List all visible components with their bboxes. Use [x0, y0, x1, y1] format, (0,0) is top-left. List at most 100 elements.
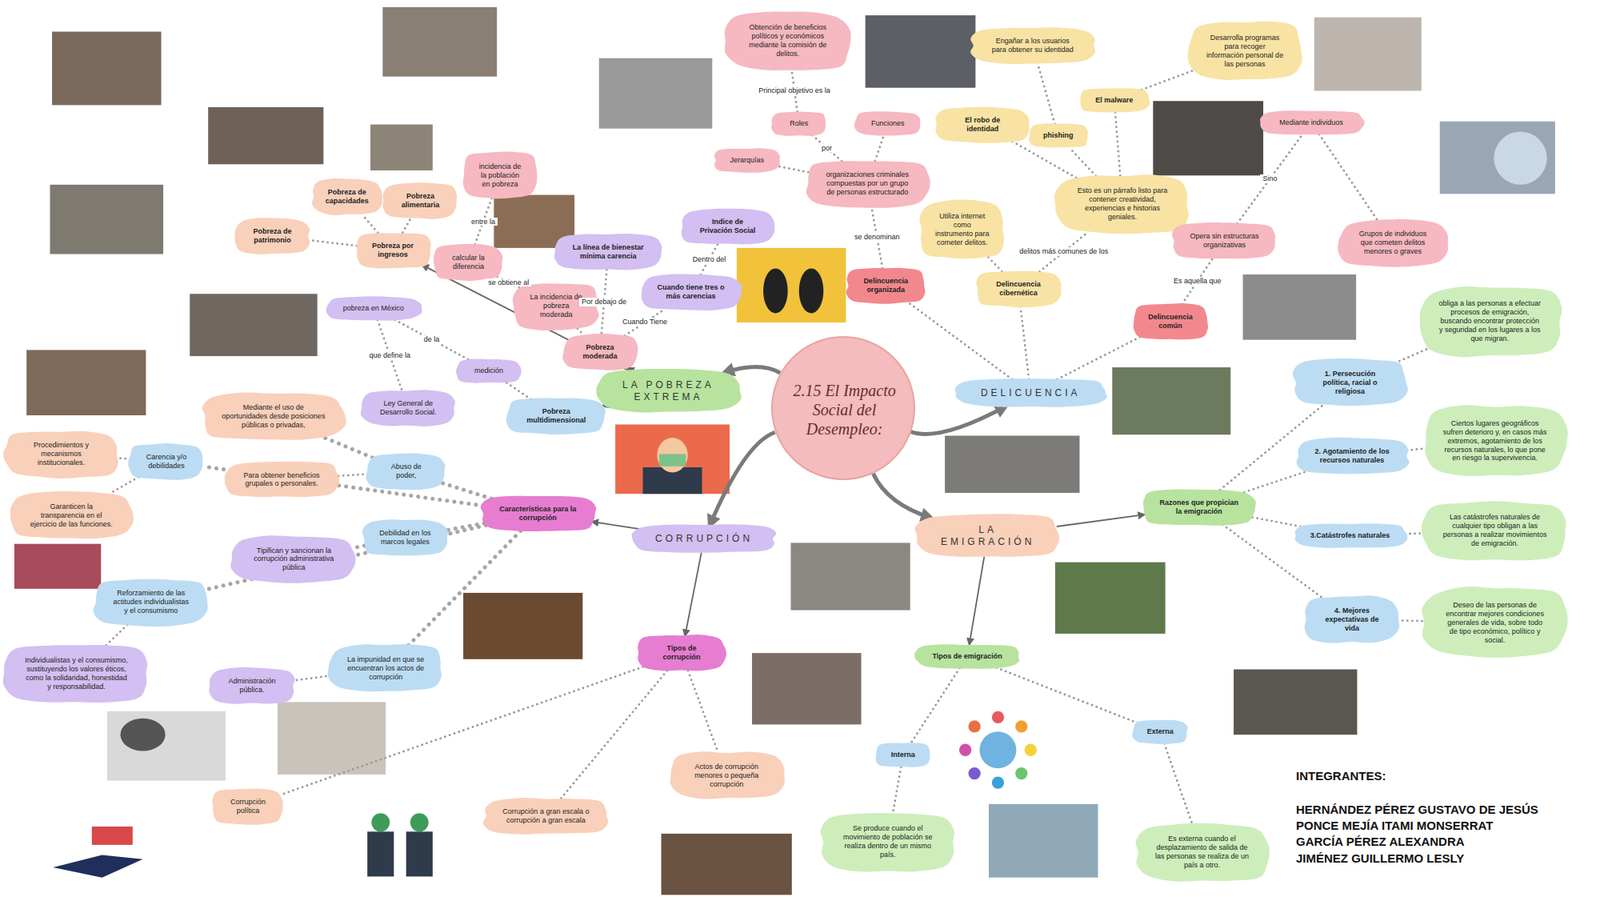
topic-blob: Debilidad en los marcos legales — [361, 519, 448, 556]
topic-blob: Tipos de corrupción — [636, 634, 728, 672]
blob-fill — [637, 634, 727, 671]
topic-blob: Individualistas y el consumismo, sustitu… — [3, 643, 150, 704]
topic-blob: Engañar a los usuarios para obtener su i… — [969, 27, 1096, 64]
blob-fill — [915, 514, 1060, 558]
connector — [1319, 134, 1378, 220]
connector — [988, 256, 1002, 272]
node-text-group: Se produce cuando el movimiento de pobla… — [840, 824, 936, 860]
node-text-group: Opera sin estructuras organizativas — [1188, 232, 1261, 250]
blob-fill — [327, 644, 441, 692]
member-name: GARCÍA PÉREZ ALEXANDRA — [1296, 834, 1465, 848]
node-text-group: 3.Catástrofes naturales — [1310, 531, 1391, 540]
photo-figure — [410, 812, 429, 832]
node-label: Debilidad en los marcos legales — [376, 528, 433, 547]
photo — [1440, 121, 1556, 195]
photo — [107, 711, 226, 781]
node-text-group: Funciones — [868, 119, 908, 128]
photo-figure — [968, 767, 980, 780]
blob-fill — [1054, 174, 1189, 234]
blob-fill — [714, 148, 780, 173]
node-text-group: incidencia de la población en pobreza — [476, 162, 524, 189]
connector — [577, 328, 584, 336]
blob-fill — [235, 217, 311, 255]
blob-fill — [845, 268, 925, 304]
photo — [1055, 562, 1166, 634]
connector — [812, 135, 842, 161]
photo — [1314, 17, 1422, 92]
node-label: Obtención de beneficios políticos y econ… — [744, 23, 832, 59]
blob-fill — [1132, 720, 1188, 744]
blob-fill — [356, 232, 431, 268]
node-label: Abuso de poder, — [380, 462, 432, 480]
node-label: Ley General de Desarrollo Social. — [376, 399, 440, 417]
node-label: El robo de identidad — [950, 116, 1015, 134]
connector — [688, 670, 719, 753]
blob-fill — [128, 443, 204, 480]
topic-blob: Pobreza por ingresos — [355, 232, 432, 269]
topic-blob: Ley General de Desarrollo Social. — [360, 389, 456, 427]
photo-figure — [52, 855, 143, 878]
blob-fill — [10, 491, 134, 539]
connector — [1395, 348, 1429, 363]
connector — [324, 437, 373, 458]
members-heading: INTEGRANTES: — [1296, 768, 1387, 783]
topic-blob: Pobreza de capacidades — [311, 178, 383, 216]
blob-fill — [1028, 123, 1088, 148]
topic-blob: Interna — [875, 742, 932, 768]
node-text-group: El malware — [1092, 96, 1136, 105]
node-text-group: Carencia y/o debilidades — [142, 452, 191, 471]
node-text-group: Garanticen la transparencia en el ejerci… — [27, 502, 116, 529]
photo-figure — [959, 744, 972, 756]
node-label: organizaciones criminales compuestas por… — [823, 170, 912, 197]
photo-figure — [406, 831, 433, 876]
node-label: Corrupción política — [225, 797, 270, 816]
photo — [865, 15, 976, 88]
topic-blob: Externa — [1132, 719, 1188, 744]
edge-label: Por debajo de — [579, 297, 629, 307]
node-label: Mediante el uso de oportunidades desde p… — [221, 403, 326, 430]
photo-figure — [1024, 744, 1037, 756]
topic-blob: Utiliza internet como instrumento para c… — [919, 199, 1006, 260]
edge-label: Es aquella que — [1171, 276, 1224, 286]
edge-label: por — [819, 144, 835, 153]
topic-blob: LA POBREZA EXTREMA — [595, 368, 742, 413]
blob-fill — [724, 11, 851, 71]
node-text-group: calcular la diferencia — [446, 253, 491, 272]
topic-blob: CORRUPCIÓN — [631, 524, 778, 553]
topic-blob: Grupos de individuos que cometen delitos… — [1337, 219, 1449, 268]
photo — [615, 424, 730, 494]
node-label: 2. Agotamiento de los recursos naturales — [1312, 447, 1392, 465]
topic-blob: Pobreza moderada — [562, 333, 639, 371]
node-text-group: Razones que propician la emigración — [1159, 498, 1240, 516]
node-text-group: Engañar a los usuarios para obtener su i… — [988, 36, 1077, 55]
node-text-group: La incidencia de pobreza moderada — [528, 292, 584, 320]
connector — [592, 521, 640, 529]
member-name: HERNÁNDEZ PÉREZ GUSTAVO DE JESÚS — [1296, 802, 1539, 816]
node-label: calcular la diferencia — [446, 253, 491, 272]
blob-fill — [1337, 219, 1448, 268]
photo-figure — [1015, 767, 1028, 780]
node-text-group: Procedimientos y mecanismos instituciona… — [21, 440, 102, 468]
node-text-group: Ciertos lugares geográficos sufren deter… — [1443, 419, 1548, 464]
node-label: Roles — [783, 119, 816, 128]
topic-blob: Jerarquías — [713, 148, 780, 173]
connector — [280, 666, 644, 795]
connector — [724, 367, 780, 373]
node-label: obliga a las personas a efectuar proceso… — [1437, 299, 1542, 344]
node-label: Interna — [887, 750, 920, 760]
blob-fill — [1080, 88, 1151, 112]
connector — [1252, 517, 1302, 528]
topic-blob: obliga a las personas a efectuar proceso… — [1416, 285, 1564, 358]
member-name: PONCE MEJÍA ITAMI MONSERRAT — [1296, 818, 1493, 832]
node-label: Deseo de las personas de encontrar mejor… — [1443, 600, 1548, 645]
node-label: La impunidad en que se encuentran los ac… — [345, 655, 426, 682]
node-text-group: Mediante individuos — [1275, 118, 1348, 128]
node-label: Utiliza internet como instrumento para c… — [934, 212, 991, 248]
blob-fill — [1295, 523, 1408, 548]
photo — [50, 184, 164, 255]
blob-fill — [362, 520, 448, 556]
photo-figure — [763, 268, 788, 313]
node-label: Actos de corrupción menores o pequeña co… — [686, 762, 767, 789]
photo — [370, 124, 433, 171]
